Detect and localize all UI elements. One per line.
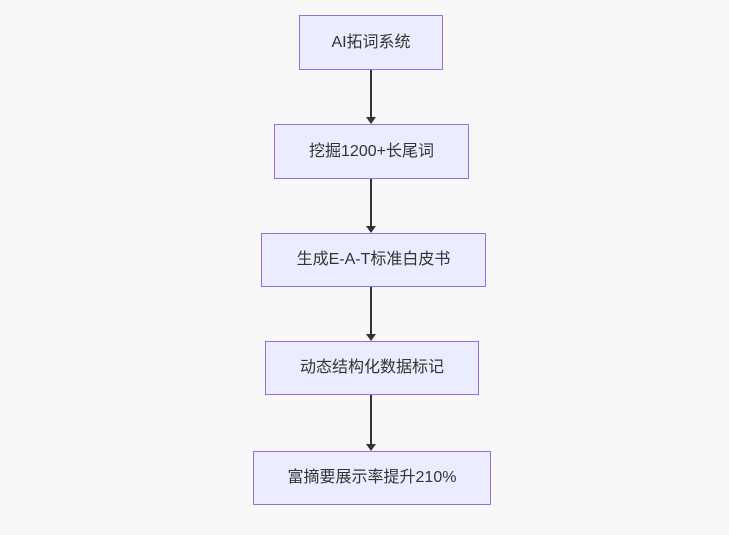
node-label: AI拓词系统 [331, 33, 411, 51]
node-label: 挖掘1200+长尾词 [309, 142, 434, 160]
flowchart-node-ai-expansion-system: AI拓词系统 [299, 15, 443, 70]
flowchart-node-mine-longtail-keywords: 挖掘1200+长尾词 [274, 124, 469, 179]
node-label: 动态结构化数据标记 [299, 359, 444, 376]
node-label: 富摘要展示率提升210% [287, 469, 457, 486]
edge-line [370, 179, 372, 226]
flowchart-edge-4 [365, 395, 377, 451]
node-label: 生成E-A-T标准白皮书 [296, 251, 451, 268]
edge-line [370, 395, 372, 444]
arrowhead-icon [366, 117, 376, 124]
flowchart-node-rich-snippet-rate: 富摘要展示率提升210% [253, 451, 491, 505]
arrowhead-icon [366, 226, 376, 233]
flowchart-edge-2 [365, 179, 377, 233]
flowchart-node-dynamic-structured-data: 动态结构化数据标记 [265, 341, 479, 395]
flowchart-edge-3 [365, 287, 377, 341]
edge-line [370, 287, 372, 334]
arrowhead-icon [366, 444, 376, 451]
flowchart-node-generate-eat-whitepaper: 生成E-A-T标准白皮书 [261, 233, 486, 287]
arrowhead-icon [366, 334, 376, 341]
edge-line [370, 70, 372, 117]
flowchart-edge-1 [365, 70, 377, 124]
